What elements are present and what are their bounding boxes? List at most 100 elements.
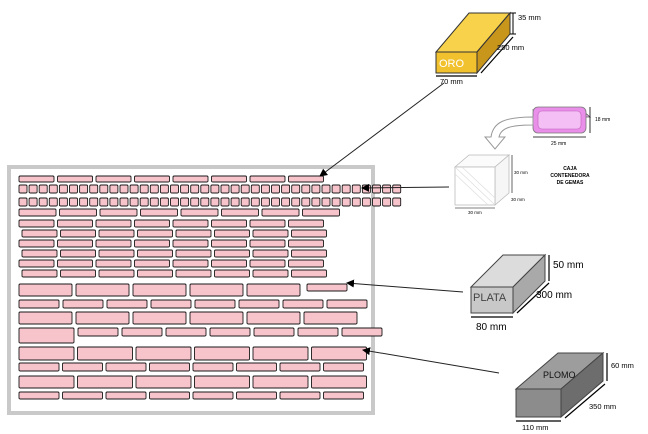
silver-bar: PLATA 50 mm 300 mm 80 mm — [469, 253, 584, 333]
gem-box-slot — [149, 184, 159, 194]
gem-box-slot — [190, 197, 200, 207]
gem-box-slot — [321, 184, 331, 194]
silver-bar-slot — [18, 299, 60, 309]
gem-width-label: 25 mm — [551, 141, 566, 147]
gold-bar-slot — [252, 249, 289, 258]
silver-bar-slot — [246, 283, 301, 297]
gem-box-slot — [392, 184, 402, 194]
gem-box-slot — [129, 197, 139, 207]
gem-box-slot — [301, 197, 311, 207]
silver-bar-slot — [18, 283, 73, 297]
silver-bar-slot — [238, 299, 280, 309]
gold-bar-slot — [98, 229, 135, 238]
lead-bar-slot — [194, 346, 250, 361]
gem-box-slot — [119, 197, 129, 207]
gold-bar-slot — [214, 269, 250, 278]
gold-bar: ORO 35 mm 250 mm 70 mm — [434, 11, 541, 86]
gold-bar-slot — [18, 219, 55, 228]
gold-bar-slot — [57, 239, 93, 248]
silver-bar-slot — [165, 327, 207, 337]
gem-box-slot — [321, 197, 331, 207]
silver-bar-slot — [18, 311, 73, 325]
gem-box-slot — [382, 197, 392, 207]
gold-bar-slot — [288, 175, 324, 183]
lead-bar-slot — [18, 362, 60, 372]
gold-bar-slot — [95, 175, 132, 183]
gold-bar-slot — [21, 249, 58, 258]
gold-bar-slot — [99, 208, 138, 217]
silver-bar-slot — [189, 311, 244, 325]
gem-box-slot — [281, 197, 291, 207]
gold-bar-slot — [137, 249, 173, 258]
gem-box-slot — [79, 197, 89, 207]
gem-box-slot — [331, 184, 341, 194]
silver-bar-height-label: 50 mm — [553, 260, 584, 271]
lead-arrow — [362, 347, 500, 374]
lead-bar-slot — [192, 362, 234, 372]
gem-box-slot — [129, 184, 139, 194]
gem-box-slot — [38, 184, 48, 194]
gold-bar-slot — [175, 249, 212, 258]
gold-bar-slot — [172, 239, 209, 248]
gold-bar-slot — [172, 175, 209, 183]
gold-bar-slot — [98, 269, 135, 278]
gold-bar-slot — [211, 239, 247, 248]
lead-bar-slot — [77, 346, 133, 361]
gem-box-slot — [170, 197, 179, 207]
gem-box-slot — [230, 184, 240, 194]
gold-bar-slot — [18, 175, 55, 183]
silver-bar-slot — [62, 299, 104, 309]
gem-box-slot — [240, 184, 250, 194]
silver-arrow — [346, 279, 464, 293]
gem-arrow — [361, 183, 450, 192]
gem-box-slot — [109, 197, 119, 207]
gold-bar-slot — [288, 219, 324, 228]
gold-bar-width-label: 70 mm — [440, 77, 463, 86]
gem-box-slot — [351, 197, 361, 207]
gem-box-slot — [271, 197, 280, 207]
container-caption-line-2: CONTENEDORA — [550, 173, 590, 179]
gold-bar-slot — [134, 175, 170, 183]
gold-bar-slot — [288, 239, 324, 248]
gem-box-slot — [230, 197, 240, 207]
lead-bar-slot — [323, 362, 364, 372]
gem-box-slot — [139, 197, 149, 207]
gem-box-slot — [361, 197, 371, 207]
gold-bar-slot — [57, 219, 93, 228]
gem-box-slot — [331, 197, 341, 207]
gold-bar-slot — [18, 259, 55, 268]
gem-box-slot — [48, 184, 58, 194]
silver-bar-slot — [121, 327, 163, 337]
gold-bar-slot — [59, 208, 97, 217]
gold-bar-slot — [211, 259, 247, 268]
gold-bar-slot — [21, 229, 58, 238]
gem-box-slot — [200, 197, 210, 207]
gold-bar-slot — [18, 239, 55, 248]
gem-box-slot — [311, 184, 321, 194]
container-caption-line-1: CAJA — [563, 166, 577, 172]
gold-bar-front-face — [435, 51, 478, 74]
gold-bar-slot — [180, 208, 219, 217]
silver-bar-slot — [189, 283, 244, 297]
silver-bar-slot — [77, 327, 119, 337]
silver-bar-slot — [253, 327, 295, 337]
gem-box-slot — [159, 197, 169, 207]
gem-box-slot — [170, 184, 179, 194]
gem-box-slot — [58, 197, 68, 207]
gem-box-slot — [69, 184, 78, 194]
silver-bar-slot — [326, 299, 368, 309]
gold-bar-slot — [291, 249, 327, 258]
gold-bar-slot — [60, 229, 96, 238]
gem-box-slot — [260, 184, 270, 194]
box-width-label: 30 mm — [468, 210, 482, 215]
gold-arrow — [319, 82, 445, 177]
gem-box-slot — [382, 184, 392, 194]
gold-bar-slot — [175, 229, 212, 238]
gem-box-slot — [271, 184, 280, 194]
gold-bar-slot — [172, 259, 209, 268]
shelf-unit — [7, 165, 402, 415]
gold-bar-slot — [137, 269, 173, 278]
lead-bar-front-face — [515, 388, 562, 418]
silver-bar-slot — [132, 283, 187, 297]
lead-bar-slot — [192, 391, 234, 400]
